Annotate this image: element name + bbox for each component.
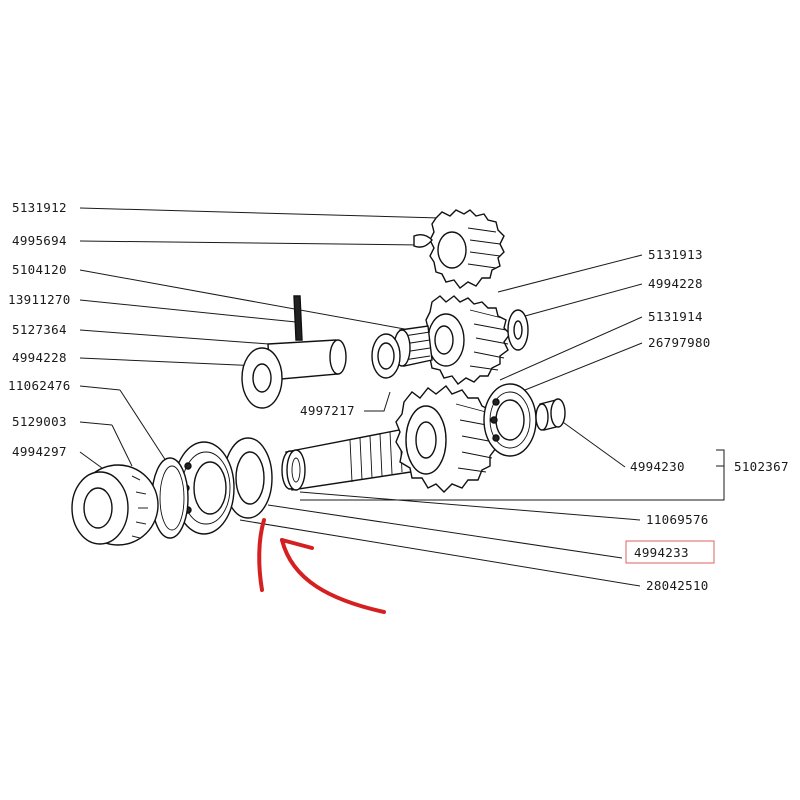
label-13911270: 13911270 (8, 292, 71, 307)
circlip-11069576 (286, 449, 306, 491)
key-4995694 (413, 233, 433, 248)
washer-4994228-right (507, 309, 529, 351)
label-28042510: 28042510 (646, 578, 709, 593)
pin-13911270 (293, 295, 303, 341)
stub-4994230 (535, 398, 566, 431)
gear-5131912 (429, 209, 505, 289)
label-4994297: 4994297 (12, 444, 67, 459)
spacer-ring-4994233 (223, 437, 273, 519)
label-5127364: 5127364 (12, 322, 67, 337)
shaft-5127364 (241, 339, 347, 409)
part-number-labels: 5131912 4995694 5104120 13911270 5127364… (8, 200, 789, 593)
label-4994228-left: 4994228 (12, 350, 67, 365)
label-4994228-right: 4994228 (648, 276, 703, 291)
label-4994230: 4994230 (630, 459, 685, 474)
seal-4994297 (71, 464, 159, 546)
leader-lines (79, 207, 725, 587)
label-26797980: 26797980 (648, 335, 711, 350)
label-11069576: 11069576 (646, 512, 709, 527)
label-5129003: 5129003 (12, 414, 67, 429)
label-5104120: 5104120 (12, 262, 67, 277)
snap-ring-5129003 (151, 457, 189, 539)
red-hand-drawn-arrow-icon (257, 518, 386, 614)
label-11062476: 11062476 (8, 378, 71, 393)
label-5131912: 5131912 (12, 200, 67, 215)
gear-5131914 (395, 385, 497, 493)
bearing-26797980 (483, 383, 537, 457)
label-4997217: 4997217 (300, 403, 355, 418)
label-4994233: 4994233 (634, 545, 689, 560)
highlight-box (625, 540, 715, 564)
label-5131914: 5131914 (648, 309, 703, 324)
gear-5131913 (423, 295, 511, 385)
sleeve-5104120 (393, 325, 433, 367)
label-5102367: 5102367 (734, 459, 789, 474)
ring-4997217 (371, 333, 401, 379)
label-4995694: 4995694 (12, 233, 67, 248)
label-5131913: 5131913 (648, 247, 703, 262)
